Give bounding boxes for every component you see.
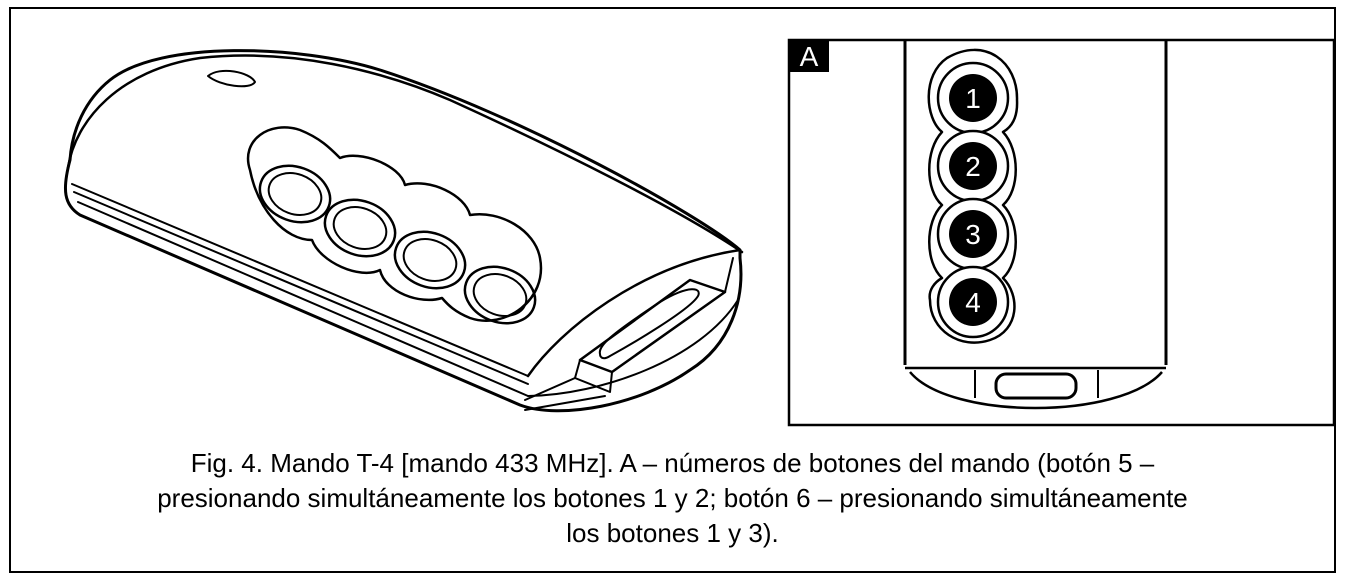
inset-a: A 1 2 3 <box>787 38 1336 427</box>
numbered-button-1: 1 <box>936 61 1010 135</box>
caption-line-1: Fig. 4. Mando T-4 [mando 433 MHz]. A – n… <box>190 448 1155 478</box>
remote-illustration <box>63 49 744 413</box>
svg-text:3: 3 <box>965 219 981 250</box>
numbered-button-4: 4 <box>936 265 1010 339</box>
svg-text:2: 2 <box>965 151 981 182</box>
numbered-button-2: 2 <box>936 129 1010 203</box>
inset-frame <box>787 38 1336 427</box>
svg-text:4: 4 <box>965 287 981 318</box>
remote-button-2 <box>323 198 397 258</box>
inset-button-well <box>927 48 1019 344</box>
numbered-button-3: 3 <box>936 197 1010 271</box>
svg-text:1: 1 <box>965 83 981 114</box>
inset-label: A <box>800 41 819 72</box>
figure-caption: Fig. 4. Mando T-4 [mando 433 MHz]. A – n… <box>0 446 1345 551</box>
inset-key-ring-slot <box>994 372 1078 400</box>
led-icon <box>207 69 256 88</box>
caption-line-2: presionando simultáneamente los botones … <box>157 483 1188 513</box>
inset-label-box <box>789 40 829 72</box>
remote-button-3 <box>393 230 467 290</box>
remote-button-4 <box>463 265 537 325</box>
figure-illustration: A 1 2 3 <box>63 38 1336 427</box>
caption-line-3: los botones 1 y 3). <box>566 518 779 548</box>
remote-button-1 <box>258 164 332 224</box>
